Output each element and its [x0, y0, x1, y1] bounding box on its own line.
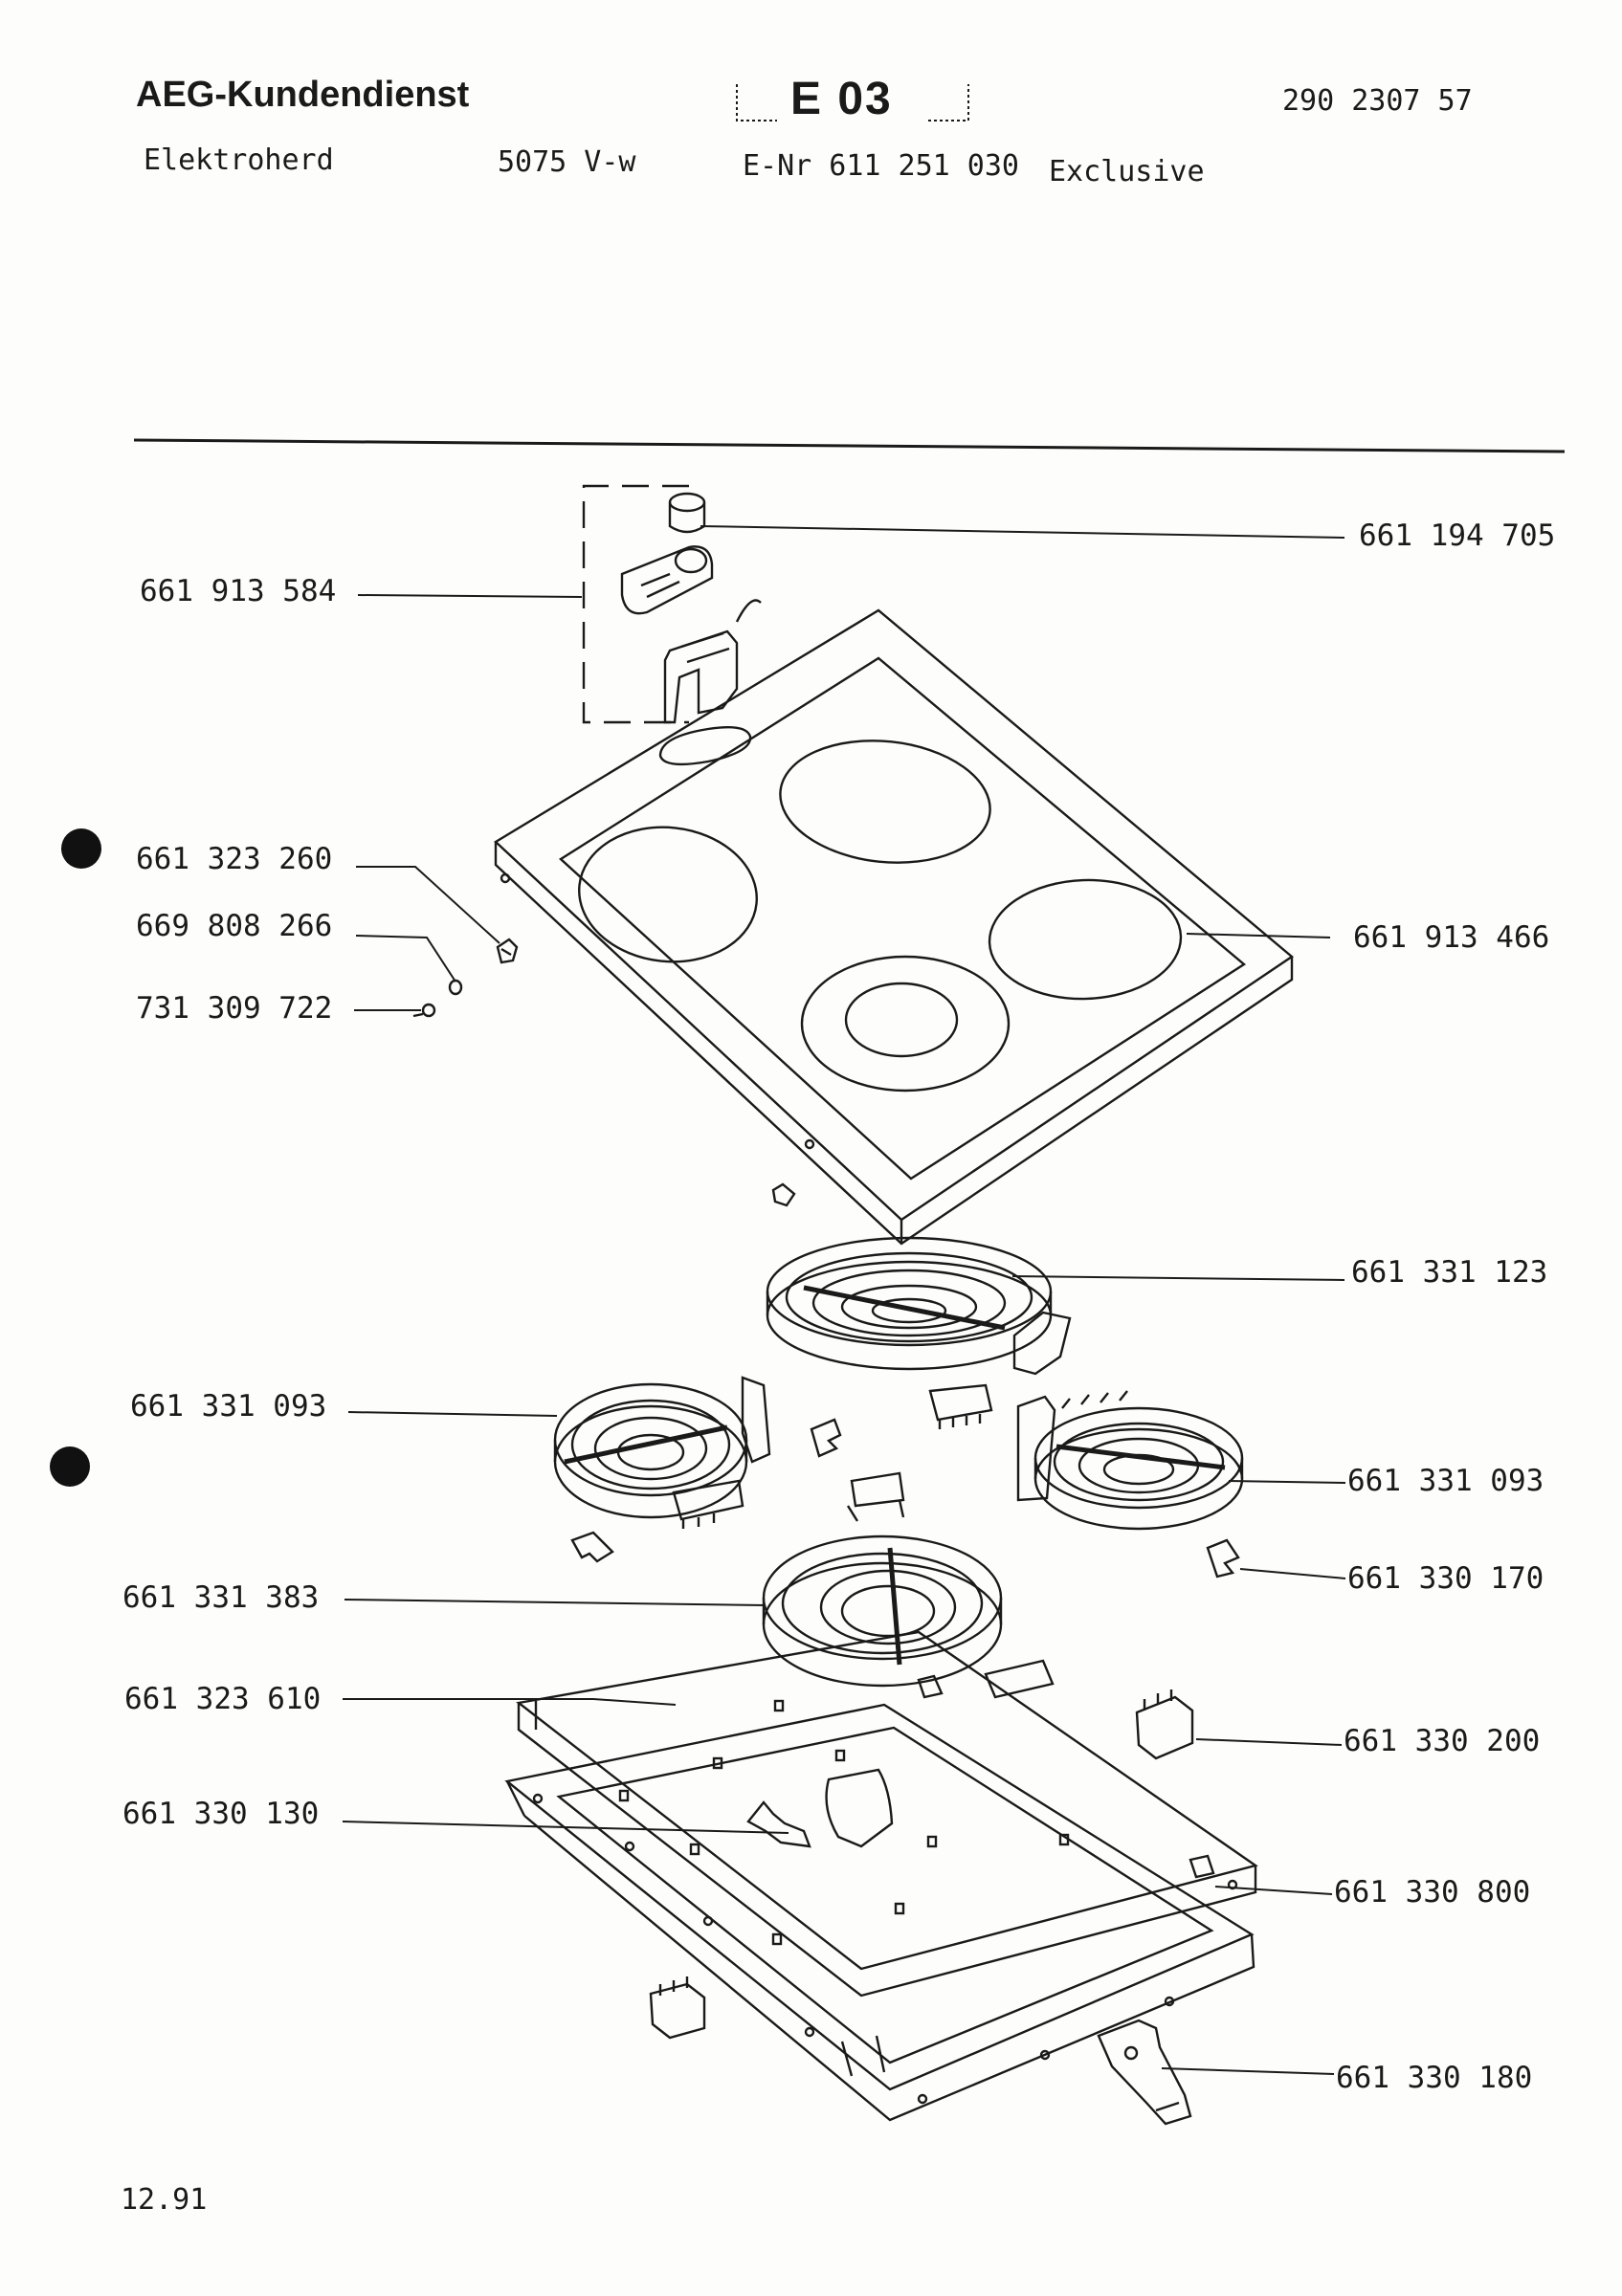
terminal-part-loose [649, 1976, 706, 2040]
clip-part-center [810, 1418, 842, 1458]
part-label-knob: 661 194 705 [1359, 519, 1556, 553]
part-label-bracket: 661 330 130 [122, 1797, 320, 1831]
screw-part-a [496, 938, 519, 964]
document-number: 290 2307 57 [1282, 84, 1473, 118]
right-heating-element [1016, 1390, 1244, 1531]
holder-part [1097, 2019, 1192, 2126]
product-name: Elektroherd [144, 144, 334, 177]
clip-part-right [1206, 1538, 1240, 1578]
model-number: 5075 V-w [498, 145, 636, 179]
switch-part [620, 545, 714, 615]
punch-hole-top [61, 828, 101, 869]
footer-date: 12.91 [121, 2183, 208, 2217]
part-label-holder: 661 330 180 [1336, 2061, 1533, 2095]
sheet-code: E 03 [790, 74, 893, 124]
part-label-screw-a: 661 323 260 [136, 842, 333, 876]
part-label-heater-large: 661 331 123 [1351, 1255, 1548, 1290]
part-label-screw-b: 731 309 722 [136, 991, 333, 1026]
control-group-bracket [582, 484, 689, 724]
knob-part [668, 492, 706, 534]
brand-title: AEG-Kundendienst [136, 75, 470, 115]
e-number: E-Nr 611 251 030 [743, 149, 1019, 183]
part-label-tray: 661 323 610 [124, 1682, 322, 1716]
part-label-control-group: 661 913 584 [140, 574, 337, 608]
left-heating-element [553, 1376, 771, 1529]
bracket-part [746, 1800, 811, 1848]
header-separator [133, 438, 1566, 453]
screw-part-b [412, 1003, 436, 1018]
part-label-washer: 669 808 266 [136, 909, 333, 943]
large-heating-element [766, 1236, 1072, 1429]
clip-part-small [771, 1182, 796, 1207]
punch-hole-bottom [50, 1446, 90, 1487]
part-label-terminal: 661 330 200 [1344, 1724, 1541, 1758]
clip-part-left [570, 1531, 614, 1563]
sheet-code-bracket [736, 84, 969, 121]
variant-name: Exclusive [1049, 155, 1205, 188]
dual-heating-element [762, 1471, 1003, 1688]
bottom-frame-part [504, 1630, 1258, 2122]
part-label-heater-left: 661 331 093 [130, 1389, 327, 1424]
terminal-part [1135, 1689, 1194, 1760]
washer-part [448, 979, 463, 996]
leader-lines [342, 525, 1346, 2075]
part-label-frame: 661 330 800 [1334, 1875, 1531, 1910]
connector-part [663, 599, 762, 724]
part-label-heater-right: 661 331 093 [1347, 1464, 1544, 1498]
part-label-hob-glass: 661 913 466 [1353, 920, 1550, 955]
part-label-clip: 661 330 170 [1347, 1561, 1544, 1596]
part-label-heater-dual: 661 331 383 [122, 1580, 320, 1615]
hob-glass-part [494, 608, 1294, 1246]
